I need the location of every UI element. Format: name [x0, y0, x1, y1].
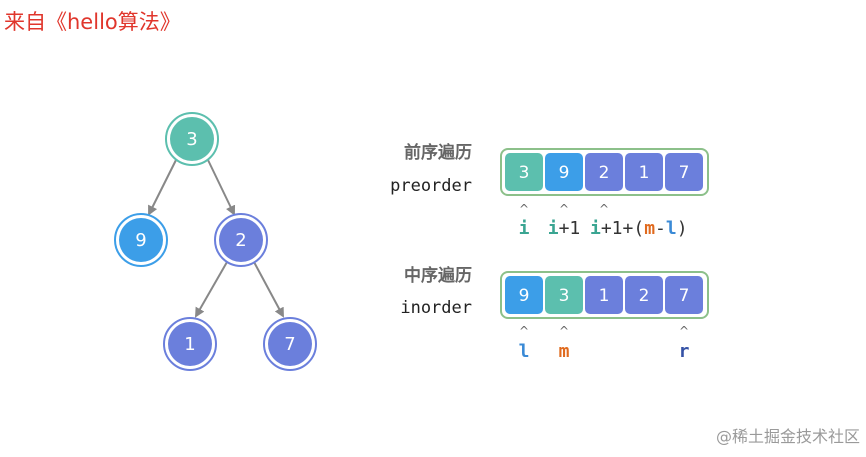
preorder-cell-1-value: 9: [559, 163, 570, 183]
tree-node-1-fill: [168, 322, 212, 366]
tree-node-9: 9: [114, 213, 168, 267]
pointer-segment: l: [519, 341, 530, 362]
preorder-cell-3-value: 1: [639, 163, 650, 183]
tree-edges: [148, 159, 284, 318]
preorder-label-cn: 前序遍历: [404, 142, 472, 163]
inorder-cell-2-value: 1: [599, 286, 610, 306]
preorder-label-en: preorder: [390, 176, 472, 196]
inorder-arrow-0: ^: [519, 324, 529, 338]
inorder-arrow-1: ^: [559, 324, 569, 338]
pointer-segment: ): [677, 218, 688, 239]
preorder-arrow-2: ^: [599, 202, 609, 216]
source-title: 来自《hello算法》: [4, 10, 181, 34]
tree-node-9-fill: [119, 218, 163, 262]
inorder-cell-0-value: 9: [519, 286, 530, 306]
preorder-arrow-1: ^: [559, 202, 569, 216]
preorder-cell-0-value: 3: [519, 163, 530, 183]
preorder-cell-2: [585, 153, 623, 191]
tree-edge-2-7: [253, 261, 284, 318]
preorder-pointer-2: i+1+(m-l): [590, 218, 688, 239]
inorder-pointer-m: m: [559, 341, 570, 362]
inorder-cell-4-value: 7: [679, 286, 690, 306]
inorder-cell-3-value: 2: [639, 286, 650, 306]
tree-node-1-value: 1: [184, 334, 195, 355]
tree-node-7: 7: [263, 317, 317, 371]
inorder-cell-4: [665, 276, 703, 314]
tree-edge-3-9: [148, 159, 177, 216]
inorder-cell-3: [625, 276, 663, 314]
inorder-pointer-l: l: [519, 341, 530, 362]
tree-node-7-fill: [268, 322, 312, 366]
preorder-arrow-0: ^: [519, 202, 529, 216]
tree-node-2-value: 2: [235, 230, 246, 251]
watermark: @稀土掘金技术社区: [715, 427, 860, 446]
tree-node-2-fill: [219, 218, 263, 262]
tree-node-3: 3: [165, 112, 219, 166]
pointer-segment: -: [655, 218, 666, 239]
inorder-label-en: inorder: [400, 298, 472, 318]
inorder-cell-1-value: 3: [559, 286, 570, 306]
pointer-segment: +1: [559, 218, 581, 239]
preorder-cells: 3 9 2 1 7: [505, 153, 703, 191]
tree-node-9-value: 9: [135, 230, 146, 251]
tree-node-3-value: 3: [186, 129, 197, 150]
inorder-pointer-r: r: [679, 341, 690, 362]
inorder-cell-0: [505, 276, 543, 314]
tree-node-2: 2: [214, 213, 268, 267]
tree-node-7-value: 7: [284, 334, 295, 355]
tree-node-1: 1: [163, 317, 217, 371]
preorder-cell-3: [625, 153, 663, 191]
preorder-pointer-0: i: [519, 218, 530, 239]
tree-node-3-fill: [170, 117, 214, 161]
inorder-arrows: ^ ^ ^: [519, 324, 689, 338]
pointer-segment: +1+(: [601, 218, 644, 239]
pointer-segment: m: [644, 218, 655, 239]
pointer-segment: m: [559, 341, 570, 362]
preorder-arrows: ^ ^ ^: [519, 202, 609, 216]
pointer-segment: i: [548, 218, 559, 239]
pointer-segment: l: [666, 218, 677, 239]
inorder-cells: 9 3 1 2 7: [505, 276, 703, 314]
inorder-cell-1: [545, 276, 583, 314]
preorder-pointer-1: i+1: [548, 218, 581, 239]
preorder-cell-2-value: 2: [599, 163, 610, 183]
tree-edge-3-2: [207, 159, 236, 216]
pointer-segment: i: [519, 218, 530, 239]
preorder-cell-4-value: 7: [679, 163, 690, 183]
pointer-segment: i: [590, 218, 601, 239]
inorder-arrow-2: ^: [679, 324, 689, 338]
preorder-cell-0: [505, 153, 543, 191]
tree-edge-2-1: [195, 261, 228, 318]
preorder-cell-1: [545, 153, 583, 191]
pointer-segment: r: [679, 341, 690, 362]
preorder-cell-4: [665, 153, 703, 191]
inorder-cell-2: [585, 276, 623, 314]
inorder-label-cn: 中序遍历: [404, 265, 472, 286]
